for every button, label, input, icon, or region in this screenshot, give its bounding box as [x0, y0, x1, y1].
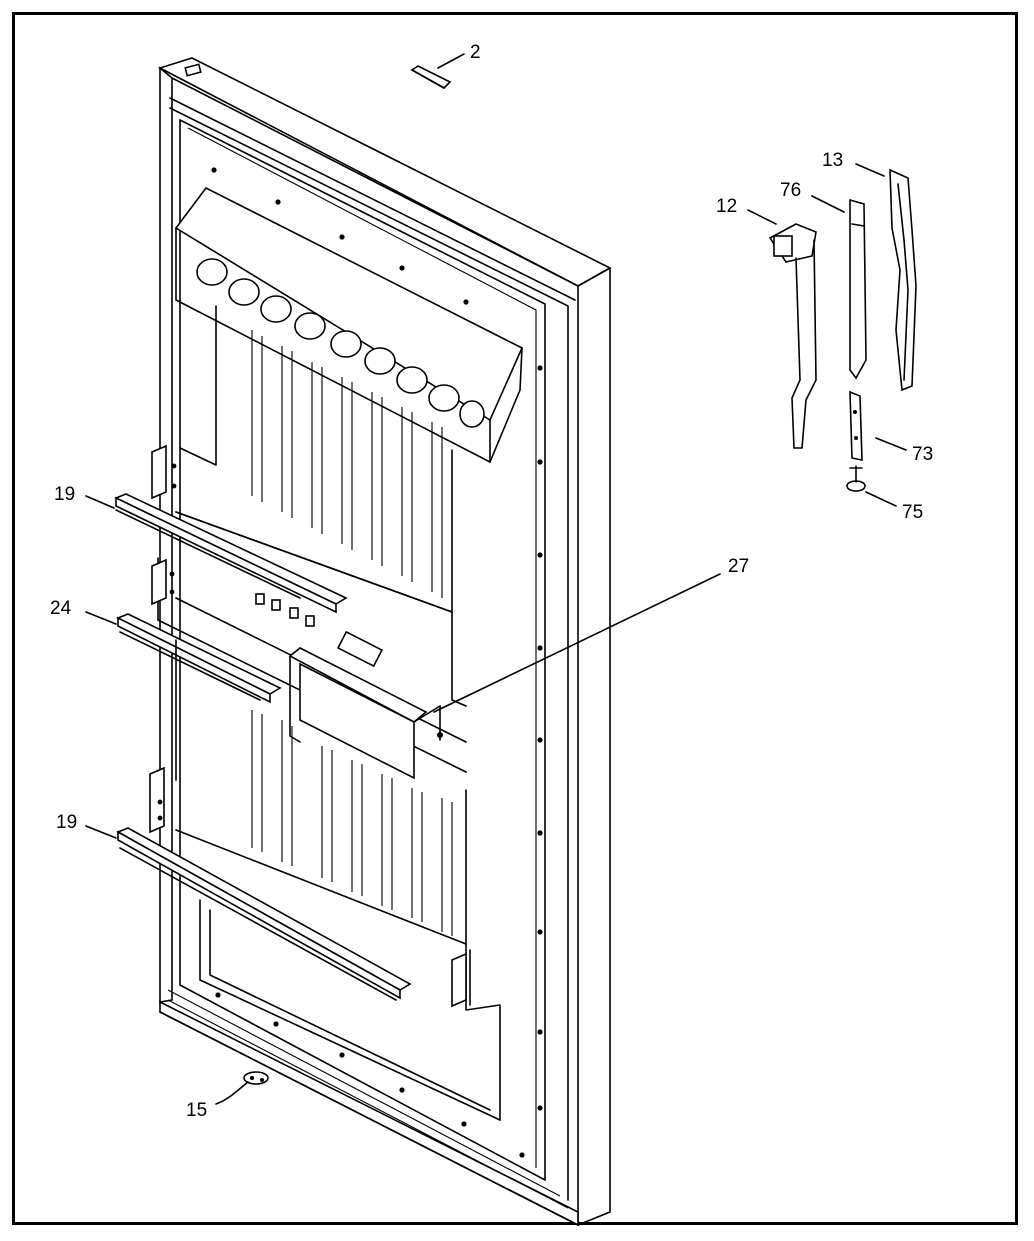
part-73-mounting-plate: [849, 390, 863, 461]
part-15-hinge: [243, 1071, 269, 1085]
callout-76: 76: [780, 180, 801, 201]
egg-holes: [196, 258, 485, 428]
upper-egg-shelf: [174, 186, 524, 463]
callout-27: 27: [728, 556, 749, 577]
callout-73: 73: [912, 444, 933, 465]
callout-12: 12: [716, 196, 737, 217]
callout-24: 24: [50, 598, 72, 619]
part-76-handle-strip: [849, 198, 867, 380]
callout-19-upper: 19: [54, 484, 75, 505]
bottom-bin: [199, 899, 501, 1121]
part-2-clip: [410, 65, 452, 89]
door-shell: [157, 57, 612, 1227]
part-75-screw: [846, 465, 866, 492]
part-13-handle-cover: [889, 168, 917, 392]
leader-lines: [85, 53, 907, 1105]
part-12-handle-bracket: [768, 223, 817, 449]
shelf-rail-19-lower: [116, 827, 412, 1001]
callout-2: 2: [470, 42, 481, 63]
shelf-rail-19-upper: [114, 493, 348, 614]
callout-labels: 2 13 12 76 73 75 19 24 27 19 15: [50, 42, 933, 1121]
callout-19-lower: 19: [56, 812, 77, 833]
callout-15: 15: [186, 1100, 207, 1121]
frame-screws: [211, 167, 543, 1158]
rail-24: [116, 613, 282, 704]
callout-75: 75: [902, 502, 923, 523]
dairy-door-27: [288, 630, 443, 780]
callout-13: 13: [822, 150, 843, 171]
